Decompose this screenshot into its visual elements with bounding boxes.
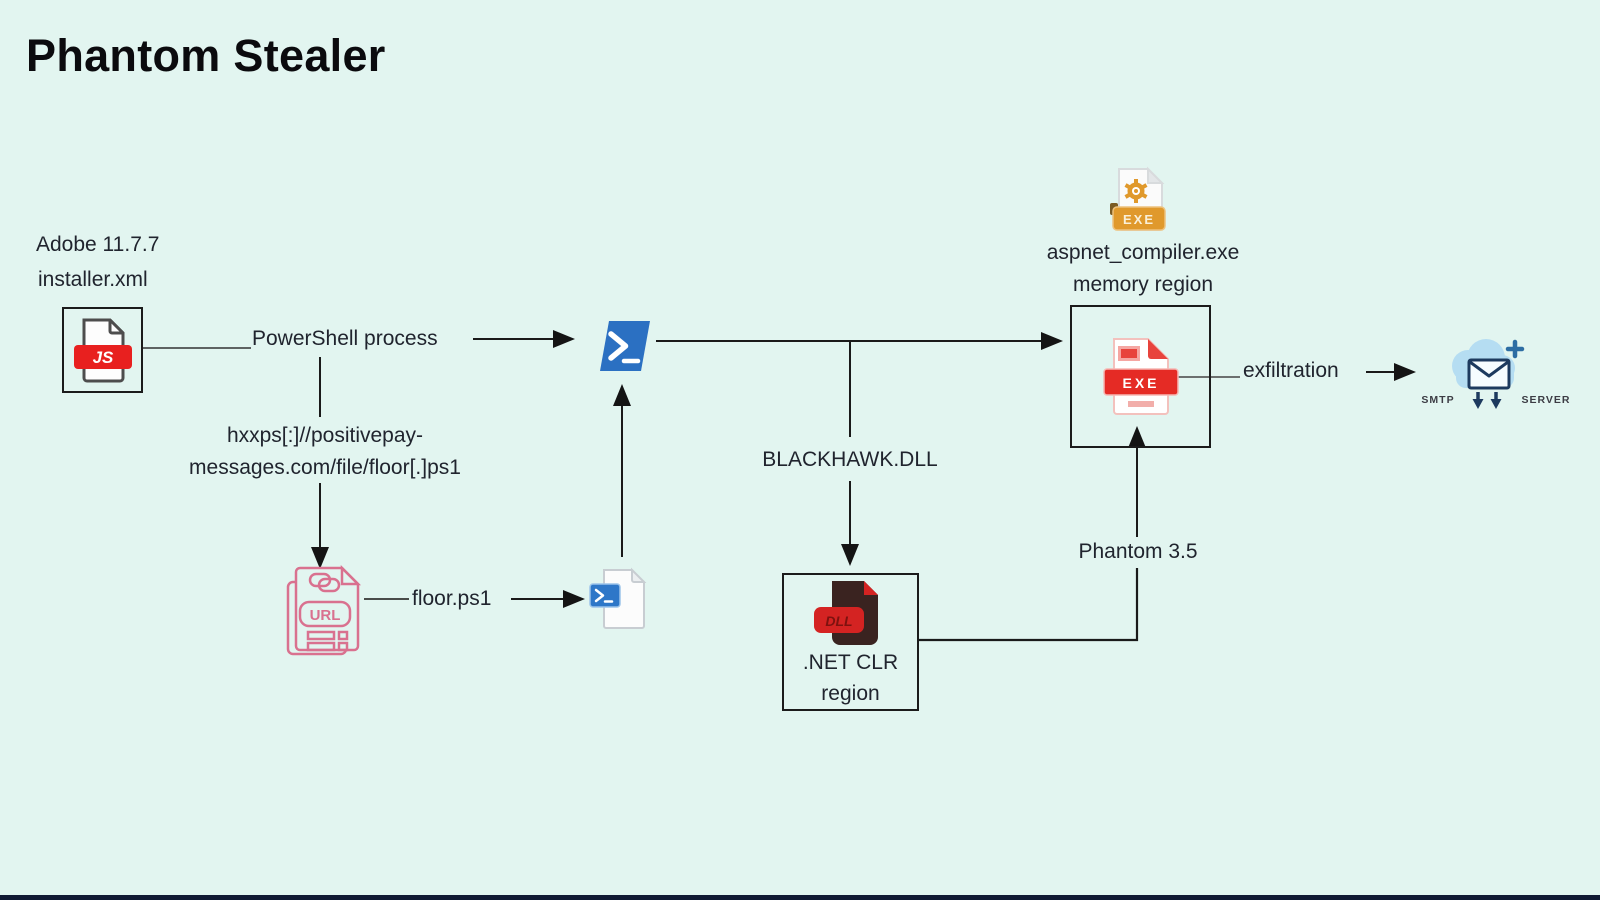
exfiltration-label: exfiltration bbox=[1243, 359, 1339, 382]
exe-file-icon-red: EXE bbox=[1102, 337, 1179, 415]
payload-url-line2: messages.com/file/floor[.]ps1 bbox=[189, 456, 461, 479]
ps1-file-icon bbox=[589, 567, 647, 629]
dotnet-clr-label: .NET CLR region bbox=[803, 647, 898, 709]
js-badge-text: JS bbox=[92, 348, 113, 367]
page-title: Phantom Stealer bbox=[26, 30, 386, 81]
exe-red-badge-text: EXE bbox=[1122, 375, 1159, 391]
aspnet-label-line1: aspnet_compiler.exe bbox=[1046, 241, 1240, 264]
blackhawk-dll-label: BLACKHAWK.DLL bbox=[762, 448, 938, 471]
payload-url-label: hxxps[:]//positivepay- messages.com/file… bbox=[145, 420, 505, 484]
download-arrows-icon bbox=[1472, 392, 1502, 409]
url-file-icon: URL bbox=[286, 564, 362, 656]
powershell-icon bbox=[600, 321, 650, 371]
floor-ps1-label: floor.ps1 bbox=[412, 587, 492, 610]
smtp-server-icon: SMTP SERVER bbox=[1421, 339, 1571, 409]
installer-xml-box: JS bbox=[62, 307, 143, 393]
installer-label-line1: Adobe 11.7.7 bbox=[36, 233, 160, 256]
clr-to-phantom-line bbox=[918, 568, 1139, 642]
server-label: SERVER bbox=[1522, 394, 1571, 406]
aspnet-memory-box: EXE bbox=[1070, 305, 1211, 448]
phantom-label: Phantom 3.5 bbox=[1078, 540, 1198, 563]
js-file-icon: JS bbox=[73, 318, 132, 383]
url-badge-text: URL bbox=[310, 607, 341, 624]
aspnet-label: aspnet_compiler.exe memory region bbox=[1008, 237, 1278, 301]
installer-label-line2: installer.xml bbox=[38, 268, 148, 291]
dotnet-clr-box: DLL .NET CLR region bbox=[782, 573, 919, 711]
sparkle-icon bbox=[1505, 339, 1525, 359]
dll-file-icon: DLL bbox=[813, 581, 878, 645]
exe-orange-badge-text: EXE bbox=[1123, 212, 1155, 227]
bottom-edge-bar bbox=[0, 895, 1600, 900]
exe-file-icon-orange: EXE bbox=[1110, 166, 1166, 231]
smtp-label: SMTP bbox=[1421, 394, 1454, 406]
dotnet-clr-line1: .NET CLR bbox=[802, 651, 899, 674]
dotnet-clr-line2: region bbox=[821, 682, 880, 705]
payload-url-line1: hxxps[:]//positivepay- bbox=[226, 424, 424, 447]
powershell-process-label: PowerShell process bbox=[252, 327, 438, 350]
envelope-flap bbox=[1469, 360, 1509, 378]
aspnet-label-line2: memory region bbox=[1072, 273, 1214, 296]
dll-badge-text: DLL bbox=[825, 613, 852, 629]
